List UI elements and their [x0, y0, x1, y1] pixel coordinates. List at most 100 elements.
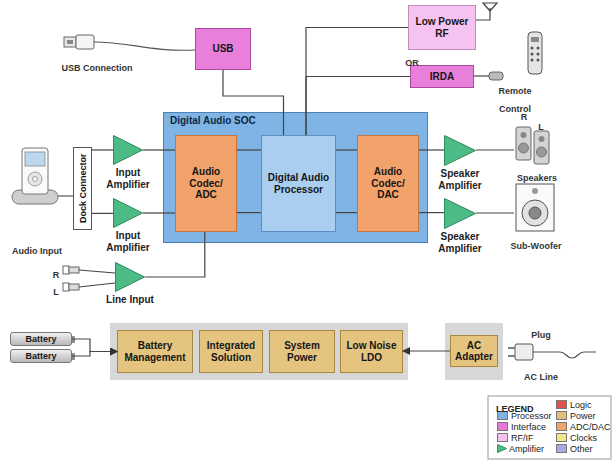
battery-cell: Battery: [10, 332, 72, 346]
legend-row: RF/IF: [497, 432, 534, 443]
ac-plug-icon: [508, 344, 596, 360]
dock-connector: Dock Connector: [73, 147, 92, 230]
node-label: Speaker Amplifier: [428, 231, 492, 254]
subwoofer-icon: [516, 184, 554, 231]
amplifier-triangle: [445, 136, 476, 166]
legend-swatch: [556, 444, 567, 453]
soc-block: Digital Audio SOC Audio Codec/ ADC Digital…: [163, 112, 428, 243]
node-label: Battery: [25, 351, 56, 361]
label-holder: L: [50, 281, 62, 299]
amplifier-triangle: [445, 199, 476, 229]
legend-text: ADC/DAC: [570, 422, 611, 432]
amplifier-node: Line Input: [115, 262, 145, 292]
legend-amplifier-symbol: [497, 444, 508, 453]
irda-emitter: [474, 72, 503, 80]
function-box: Low Noise LDO: [340, 330, 403, 373]
label-holder: L: [535, 116, 547, 134]
node-label: Dock Connector: [77, 154, 87, 224]
speaker-wires: [476, 150, 514, 213]
legend-text: Interface: [511, 422, 546, 432]
annotation: Remote Control: [498, 86, 531, 114]
battery-cell: Battery: [10, 349, 72, 363]
connector: [92, 213, 113, 214]
connector: [72, 352, 117, 357]
amplifier-node: Input Amplifier: [113, 198, 143, 228]
node-label: Battery Management: [121, 340, 189, 363]
amplifier-symbol: [444, 198, 476, 229]
label-holder: Audio Input: [2, 240, 72, 258]
legend-swatch: [497, 422, 508, 431]
legend-row: Amplifier: [497, 443, 544, 454]
legend-row: Logic: [556, 399, 592, 410]
adapter-panel: [445, 323, 503, 380]
amplifier-symbol: [113, 135, 143, 165]
connector: [403, 350, 450, 351]
function-box: AC Adapter: [450, 335, 498, 367]
annotation: Audio Input: [12, 246, 62, 256]
legend-text: Logic: [570, 400, 592, 410]
node-label: System Power: [273, 340, 331, 363]
label-holder: Sub-Woofer: [504, 235, 568, 253]
legend-row: Interface: [497, 421, 546, 432]
node-label: Low Power RF: [412, 16, 472, 39]
legend-text: Other: [570, 444, 593, 454]
legend-row: Clocks: [556, 432, 597, 443]
amplifier-symbol: [115, 262, 145, 292]
block-title: Digital Audio SOC: [164, 113, 427, 129]
function-box: Low Power RF: [408, 5, 476, 50]
function-box: Digital Audio Processor: [261, 135, 336, 232]
legend-box: [488, 396, 611, 459]
legend-text: Clocks: [570, 433, 597, 443]
node-label: Integrated Solution: [203, 340, 259, 363]
label-holder: Remote Control: [491, 80, 539, 116]
function-box: Integrated Solution: [199, 330, 263, 373]
legend-swatch: [556, 433, 567, 442]
annotation: Speakers: [517, 173, 557, 183]
speakers-icon: [516, 127, 549, 164]
legend-text: Processor: [511, 411, 552, 421]
annotation: L: [538, 122, 544, 132]
usb-plug-icon: [64, 35, 195, 50]
connector: [92, 149, 113, 150]
annotation: R: [521, 112, 528, 122]
amplifier-symbol: [444, 135, 476, 166]
node-label: Audio Codec/ ADC: [179, 166, 233, 201]
node-label: Speaker Amplifier: [428, 168, 492, 191]
label-holder: Speakers: [507, 167, 567, 185]
function-box: Audio Codec/ DAC: [357, 135, 419, 232]
annotation: OR: [405, 58, 419, 68]
legend-swatch: [556, 422, 567, 431]
node-label: IRDA: [430, 71, 454, 83]
amplifier-node: Speaker Amplifier: [444, 135, 476, 166]
legend-row: ADC/DAC: [556, 421, 611, 432]
annotation: AC Line: [524, 372, 558, 382]
audio-player-icon: [12, 148, 73, 204]
label-holder: Plug: [521, 324, 561, 342]
annotation: R: [53, 270, 60, 280]
connector: [72, 339, 117, 352]
label-holder: R: [50, 264, 62, 282]
legend-swatch: [556, 411, 567, 420]
amplifier-symbol: [113, 198, 143, 228]
legend-text: RF/IF: [511, 433, 534, 443]
legend-row: Power: [556, 410, 596, 421]
legend-row: Other: [556, 443, 593, 454]
node-label: AC Adapter: [454, 340, 494, 363]
legend-swatch: [497, 433, 508, 442]
legend-swatch: [556, 400, 567, 409]
node-label: USB: [212, 43, 233, 55]
amplifier-triangle: [114, 199, 143, 228]
annotation: Sub-Woofer: [511, 241, 562, 251]
power-panel: [110, 323, 408, 380]
label-holder: AC Line: [516, 366, 566, 384]
amplifier-node: Input Amplifier: [113, 135, 143, 165]
legend-text: Amplifier: [509, 444, 544, 454]
amplifier-triangle: [116, 263, 145, 292]
node-label: Line Input: [100, 294, 160, 306]
label-holder: OR: [402, 52, 422, 70]
function-box: Battery Management: [117, 330, 193, 373]
annotation: USB Connection: [62, 63, 133, 73]
legend-text: Power: [570, 411, 596, 421]
function-box: IRDA: [410, 65, 474, 88]
